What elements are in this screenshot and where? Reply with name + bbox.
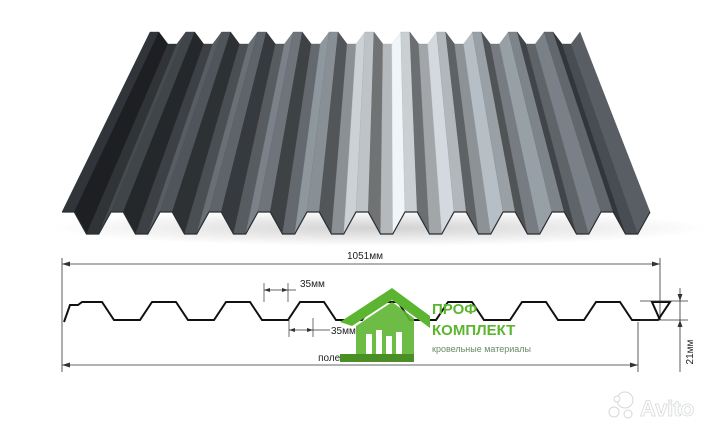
height-label: 21мм <box>685 339 696 364</box>
avito-dots-icon <box>608 391 634 419</box>
useful-width-arrow-left <box>62 362 70 368</box>
logo-title-line2: КОМПЛЕКТ <box>432 322 515 339</box>
useful-width-arrow-right <box>630 362 638 368</box>
rib-top-label: 35мм <box>300 279 325 290</box>
cross-section-drawing: 1051мм 35мм 35мм полезная 1000мм 21мм <box>61 251 696 372</box>
height-arrow-bottom <box>677 320 683 327</box>
rib-top-arrow-left <box>264 288 270 292</box>
total-width-arrow-right <box>652 261 660 267</box>
avito-watermark-text: Avito <box>640 396 694 421</box>
avito-watermark: Avito <box>608 391 695 421</box>
rib-bottom-arrow-left <box>289 328 295 332</box>
rib-top-arrow-right <box>282 288 288 292</box>
corrugated-sheet-image <box>61 31 651 235</box>
company-logo: ПРОФ КОМПЛЕКТ кровельные материалы <box>340 288 531 362</box>
height-arrow-top <box>677 294 683 301</box>
logo-tagline: кровельные материалы <box>432 344 531 354</box>
total-width-label: 1051мм <box>347 251 383 262</box>
rib-bottom-arrow-right <box>307 328 313 332</box>
rib-bottom-label: 35мм <box>331 326 356 337</box>
logo-title-line1: ПРОФ <box>432 301 477 318</box>
house-logo-icon <box>340 288 430 362</box>
total-width-arrow-left <box>62 261 70 267</box>
sheet-front-edge <box>62 211 651 235</box>
